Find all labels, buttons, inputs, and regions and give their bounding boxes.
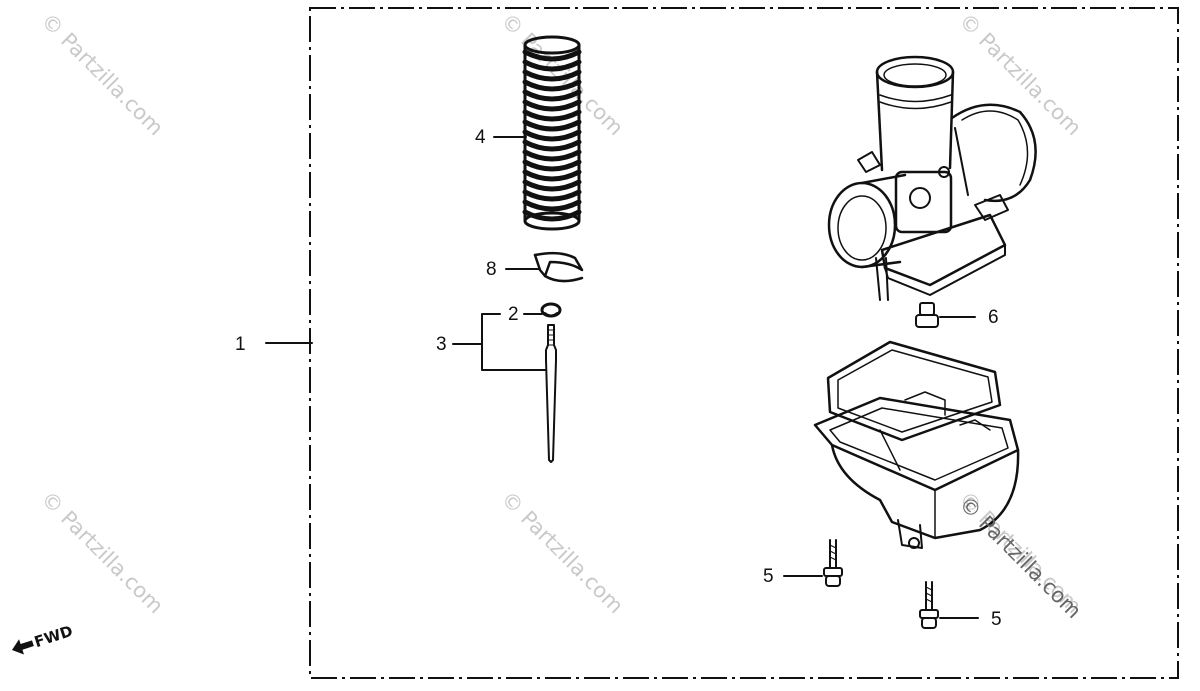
callout-5a-label: 5 xyxy=(763,566,774,587)
needle-clip[interactable] xyxy=(540,302,562,318)
watermark: © Partzilla.com xyxy=(954,492,1086,624)
float-chamber-screw[interactable] xyxy=(919,581,939,629)
fwd-arrow-icon xyxy=(12,639,34,655)
spring-coil-bottom xyxy=(523,211,581,231)
callout-1-label: 1 xyxy=(235,334,246,355)
callout-8-label: 8 xyxy=(486,259,497,280)
watermark: © Partzilla.com xyxy=(496,487,628,619)
callout-1[interactable]: 1 xyxy=(235,334,313,355)
callout-4[interactable]: 4 xyxy=(475,127,527,148)
callout-3-label: 3 xyxy=(436,334,447,355)
fwd-label: FWD xyxy=(32,622,75,651)
callout-8[interactable]: 8 xyxy=(486,259,541,280)
jet-needle[interactable] xyxy=(545,324,557,463)
fwd-indicator: FWD xyxy=(12,622,75,655)
float-chamber-screw[interactable] xyxy=(823,539,843,587)
callout-2[interactable]: 2 xyxy=(508,304,543,325)
main-jet[interactable] xyxy=(915,302,939,328)
carburetor-body[interactable] xyxy=(827,55,1037,301)
spring-coils xyxy=(522,49,582,222)
watermark: © Partzilla.com xyxy=(954,9,1086,141)
watermark: © Partzilla.com xyxy=(36,487,168,619)
callout-5b-label: 5 xyxy=(991,609,1002,630)
spring-retainer[interactable] xyxy=(533,251,584,283)
throttle-spring[interactable] xyxy=(522,35,582,231)
callout-5b[interactable]: 5 xyxy=(939,609,1002,630)
float-chamber[interactable] xyxy=(813,340,1020,549)
callout-5a[interactable]: 5 xyxy=(763,566,823,587)
callout-6-label: 6 xyxy=(988,307,999,328)
watermark: © Partzilla.com xyxy=(36,9,168,141)
callout-6[interactable]: 6 xyxy=(939,307,999,328)
callout-3-bracket xyxy=(452,313,547,371)
callout-4-label: 4 xyxy=(475,127,486,148)
callout-2-label: 2 xyxy=(508,304,519,325)
callout-3[interactable]: 3 xyxy=(436,313,547,371)
